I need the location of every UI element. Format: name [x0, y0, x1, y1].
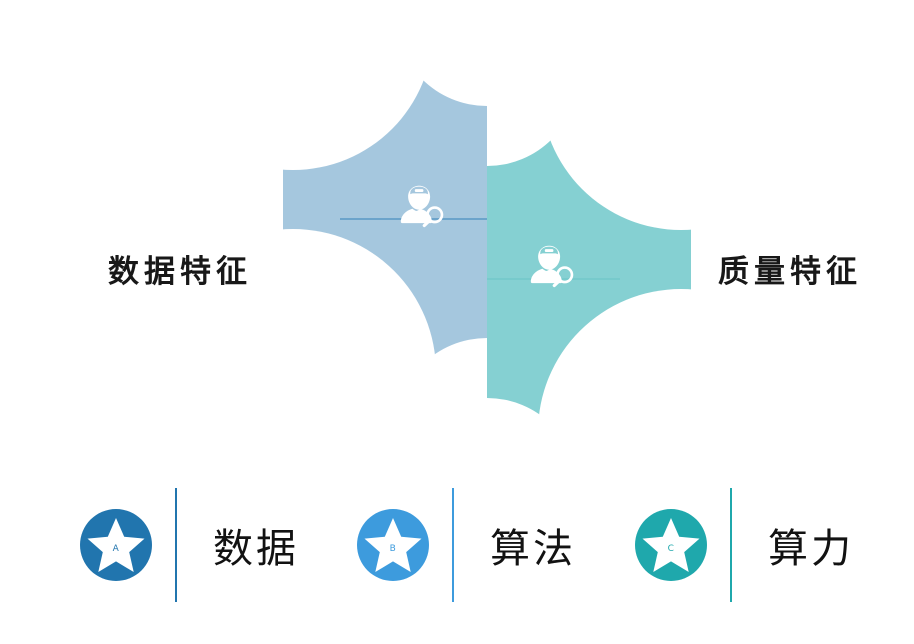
star-shape-c — [642, 518, 700, 572]
star-shape-a — [87, 518, 145, 572]
legend-label-computing-power: 算力 — [768, 526, 854, 572]
badge-letter-c: C — [667, 544, 675, 554]
star-badge-icon-c: C — [635, 509, 707, 581]
legend-divider-c — [730, 488, 732, 602]
legend-row: A 数据 B 算法 C — [0, 488, 914, 602]
legend-item-computing-power[interactable]: C 算力 — [635, 488, 854, 602]
legend-item-algorithm[interactable]: B 算法 — [357, 488, 576, 602]
legend-item-data[interactable]: A 数据 — [80, 488, 299, 602]
star-badge-icon-a: A — [80, 509, 152, 581]
legend-divider-a — [175, 488, 177, 602]
legend-label-data: 数据 — [213, 526, 299, 572]
label-data-characteristics: 数据特征 — [108, 254, 252, 290]
badge-letter-a: A — [112, 544, 120, 554]
star-shape-b — [364, 518, 422, 572]
legend-divider-b — [452, 488, 454, 602]
label-quality-characteristics: 质量特征 — [718, 254, 862, 290]
legend-label-algorithm: 算法 — [490, 526, 576, 572]
star-badge-icon-b: B — [357, 509, 429, 581]
badge-letter-b: B — [389, 544, 397, 554]
